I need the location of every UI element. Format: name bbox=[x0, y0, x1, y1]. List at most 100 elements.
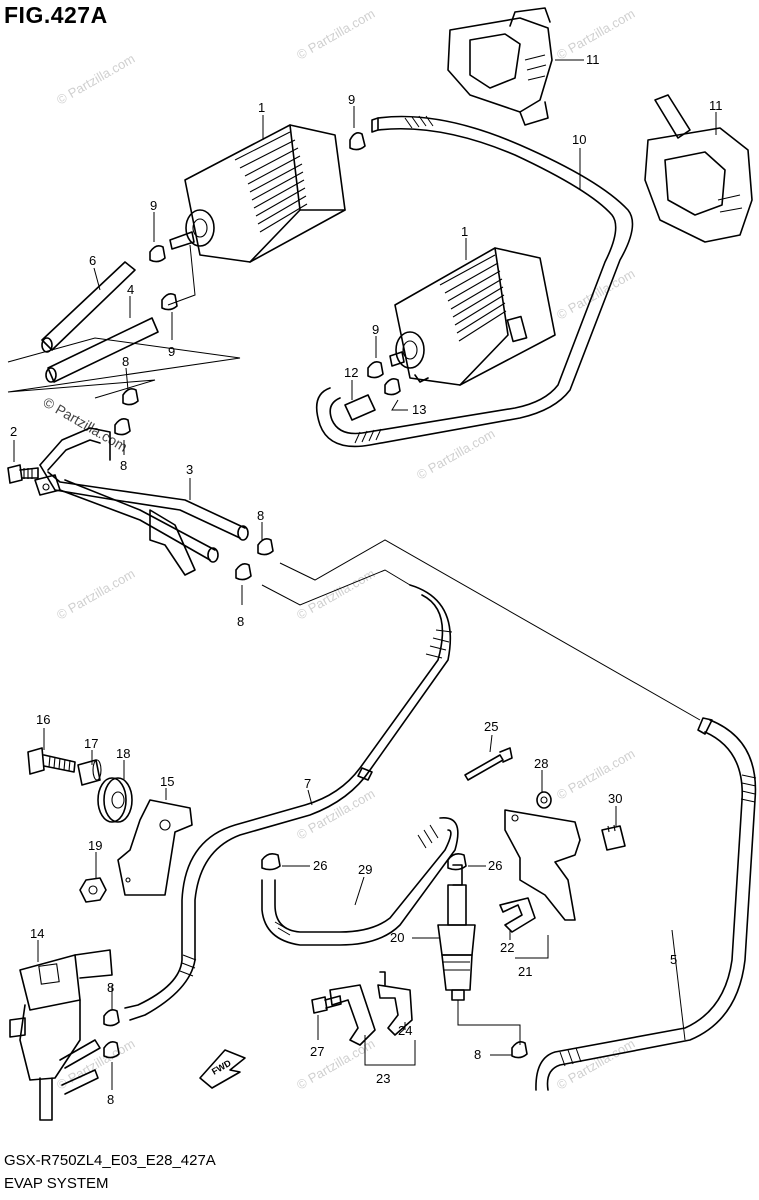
nut-19 bbox=[79, 877, 107, 903]
washer-28 bbox=[536, 791, 552, 809]
clamp-8 bbox=[235, 563, 252, 581]
solenoid-valve-14 bbox=[9, 949, 113, 1121]
valve-20 bbox=[437, 864, 476, 1001]
callout-10: 10 bbox=[572, 132, 586, 147]
figure-title: FIG.427A bbox=[4, 2, 108, 28]
bracket-11-right bbox=[644, 94, 753, 243]
hose-10 bbox=[315, 115, 634, 448]
clamp-9 bbox=[149, 245, 166, 263]
model-code: GSX-R750ZL4_E03_E28_427A bbox=[4, 1152, 216, 1169]
bracket-11-left bbox=[447, 7, 553, 126]
callout-28: 28 bbox=[534, 756, 548, 771]
clamp-8 bbox=[511, 1041, 528, 1059]
clamp-8 bbox=[122, 388, 139, 406]
callout-8: 8 bbox=[107, 1092, 114, 1107]
callout-14: 14 bbox=[30, 926, 44, 941]
hose-7 bbox=[124, 584, 453, 1021]
bracket-15 bbox=[117, 799, 193, 896]
callout-9: 9 bbox=[150, 198, 157, 213]
watermark: © Partzilla.com bbox=[554, 266, 637, 323]
clamps bbox=[103, 132, 528, 1059]
callout-12: 12 bbox=[344, 365, 358, 380]
callout-16: 16 bbox=[36, 712, 50, 727]
leader-lines bbox=[13, 59, 717, 1090]
clamp-26 bbox=[261, 853, 281, 871]
callout-7: 7 bbox=[304, 776, 311, 791]
callout-18: 18 bbox=[116, 746, 130, 761]
rivet-25 bbox=[464, 747, 513, 781]
clamp-9 bbox=[367, 361, 384, 379]
callout-8: 8 bbox=[257, 508, 264, 523]
clamp-8 bbox=[257, 538, 274, 556]
callout-8: 8 bbox=[237, 614, 244, 629]
watermark: © Partzilla.com bbox=[54, 566, 137, 623]
callout-15: 15 bbox=[160, 774, 174, 789]
clamp-13 bbox=[384, 378, 401, 396]
watermark: © Partzilla.com bbox=[54, 51, 137, 108]
callout-21: 21 bbox=[518, 964, 532, 979]
callout-17: 17 bbox=[84, 736, 98, 751]
callout-23: 23 bbox=[376, 1071, 390, 1086]
pipe-3 bbox=[34, 427, 249, 576]
watermark: © Partzilla.com bbox=[294, 786, 377, 843]
zigzag-lines bbox=[7, 244, 241, 399]
bolt-2 bbox=[7, 464, 39, 484]
callout-11: 11 bbox=[709, 98, 723, 113]
hose-5 bbox=[535, 717, 757, 1091]
callout-9: 9 bbox=[168, 344, 175, 359]
hose-4 bbox=[45, 317, 159, 383]
clamp-26 bbox=[447, 853, 467, 871]
callout-13: 13 bbox=[412, 402, 426, 417]
hose-12 bbox=[344, 394, 376, 421]
callout-26: 26 bbox=[313, 858, 327, 873]
system-name: EVAP SYSTEM bbox=[4, 1175, 109, 1192]
callout-numbers: 1 1 2 3 4 5 6 7 8 8 8 8 8 8 8 9 9 9 9 10… bbox=[10, 52, 723, 1107]
callout-1: 1 bbox=[258, 100, 265, 115]
clamp-8 bbox=[114, 418, 131, 436]
callout-20: 20 bbox=[390, 930, 404, 945]
connection-lines bbox=[261, 539, 701, 1045]
watermark: © Partzilla.com bbox=[294, 566, 377, 623]
clip-30 bbox=[601, 824, 626, 851]
callout-8: 8 bbox=[122, 354, 129, 369]
callout-8: 8 bbox=[107, 980, 114, 995]
clamp-8 bbox=[103, 1009, 120, 1027]
callout-22: 22 bbox=[500, 940, 514, 955]
callout-1: 1 bbox=[461, 224, 468, 239]
callout-6: 6 bbox=[89, 253, 96, 268]
hose-6 bbox=[41, 261, 136, 353]
callout-5: 5 bbox=[670, 952, 677, 967]
watermark: © Partzilla.com bbox=[54, 1036, 137, 1093]
callout-8: 8 bbox=[474, 1047, 481, 1062]
clip-22 bbox=[499, 897, 536, 933]
canister-1-lower bbox=[389, 247, 556, 386]
canister-1-upper bbox=[169, 124, 346, 263]
bracket-23 bbox=[329, 984, 376, 1046]
callout-29: 29 bbox=[358, 862, 372, 877]
fwd-arrow-icon: FWD bbox=[199, 1049, 246, 1089]
watermark: © Partzilla.com bbox=[554, 746, 637, 803]
callout-11: 11 bbox=[586, 52, 600, 67]
bolt-27 bbox=[311, 995, 342, 1014]
fwd-label: FWD bbox=[210, 1058, 233, 1077]
bolt-16 bbox=[27, 747, 76, 775]
callout-8: 8 bbox=[120, 458, 127, 473]
grommet-18 bbox=[97, 777, 133, 823]
callout-19: 19 bbox=[88, 838, 102, 853]
callout-3: 3 bbox=[186, 462, 193, 477]
callout-25: 25 bbox=[484, 719, 498, 734]
hose-29 bbox=[261, 817, 459, 946]
callout-4: 4 bbox=[127, 282, 134, 297]
callout-27: 27 bbox=[310, 1044, 324, 1059]
watermark: © Partzilla.com bbox=[294, 6, 377, 63]
callout-9: 9 bbox=[348, 92, 355, 107]
clamp-8 bbox=[103, 1041, 120, 1059]
callout-26: 26 bbox=[488, 858, 502, 873]
watermark: © Partzilla.com bbox=[41, 394, 131, 455]
callout-2: 2 bbox=[10, 424, 17, 439]
callout-24: 24 bbox=[398, 1023, 412, 1038]
callout-9: 9 bbox=[372, 322, 379, 337]
callout-30: 30 bbox=[608, 791, 622, 806]
clamp-9 bbox=[161, 293, 178, 311]
